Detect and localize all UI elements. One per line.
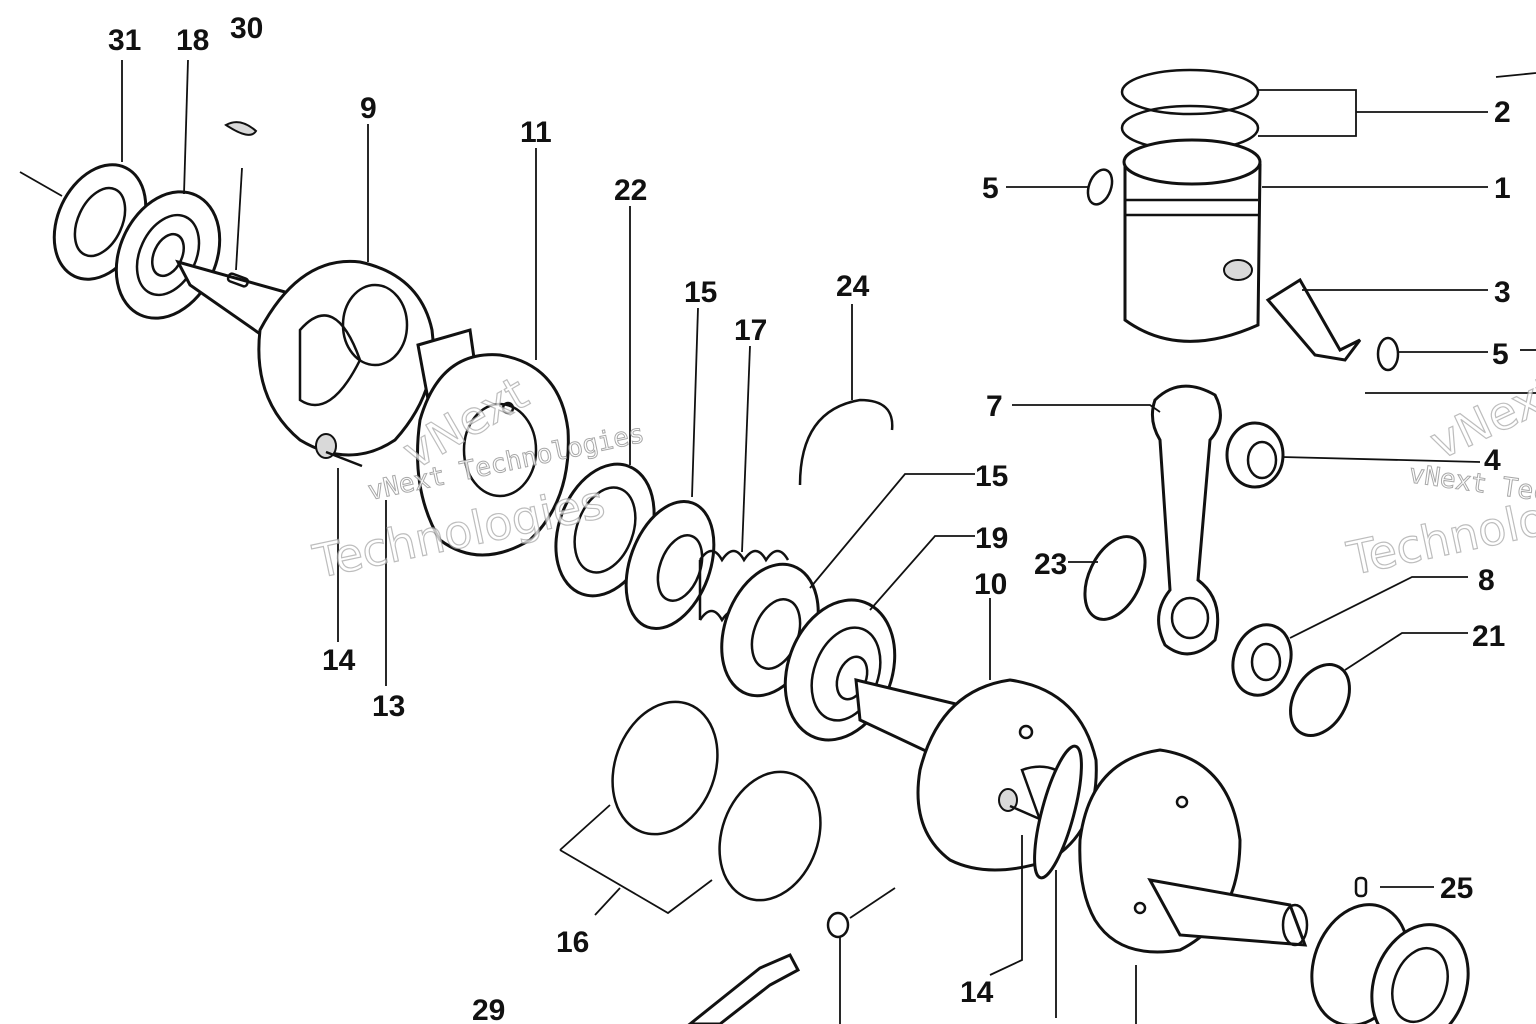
label-17: 17 — [734, 314, 767, 347]
label-22: 22 — [614, 174, 647, 207]
piston-rings-16 — [611, 700, 822, 902]
label-9: 9 — [360, 92, 377, 125]
label-10: 10 — [974, 568, 1007, 601]
label-23: 23 — [1034, 548, 1067, 581]
label-25: 25 — [1440, 872, 1473, 905]
piston-1 — [1122, 138, 1262, 343]
washer-21 — [1289, 663, 1351, 737]
bearing-right — [1310, 903, 1470, 1024]
label-21: 21 — [1472, 620, 1505, 653]
needle-bearing-4 — [1225, 421, 1285, 489]
label-30: 30 — [230, 12, 263, 45]
woodruff-key-30 — [224, 121, 258, 136]
label-8: 8 — [1478, 564, 1495, 597]
label-15b: 15 — [975, 460, 1008, 493]
piston-pin-3 — [1265, 277, 1400, 372]
circlip-24 — [798, 398, 894, 486]
label-15a: 15 — [684, 276, 717, 309]
label-5a: 5 — [982, 172, 999, 205]
label-14a: 14 — [322, 644, 356, 677]
label-4: 4 — [1484, 444, 1501, 477]
pin-25 — [1354, 876, 1368, 898]
leader-lines — [121, 59, 1488, 1024]
gear-29 — [687, 953, 801, 1024]
label-2: 2 — [1494, 96, 1511, 129]
shim-12 — [1033, 744, 1083, 880]
washer-small — [826, 887, 896, 1024]
label-3: 3 — [1494, 276, 1511, 309]
connecting-rod-7 — [1150, 384, 1222, 656]
label-29: 29 — [472, 994, 505, 1024]
label-11: 11 — [520, 116, 552, 149]
label-14b: 14 — [960, 976, 994, 1009]
needle-bearing-8 — [1231, 623, 1293, 697]
label-31: 31 — [108, 24, 141, 57]
label-16: 16 — [556, 926, 589, 959]
piston-rings-2 — [1120, 68, 1260, 152]
edge-lines — [1365, 72, 1536, 394]
washer-15a — [624, 499, 716, 631]
label-7: 7 — [986, 390, 1003, 423]
circlip-5a — [1086, 168, 1114, 206]
crank-flywheel-right — [1078, 748, 1309, 954]
label-1: 1 — [1494, 172, 1511, 205]
label-18: 18 — [176, 24, 209, 57]
label-24: 24 — [836, 270, 870, 303]
crank-flywheel-11 — [416, 353, 570, 557]
label-13: 13 — [372, 690, 405, 723]
watermark-brand-2: vNext — [1422, 364, 1536, 470]
part-labels: 31 18 30 9 11 22 15 17 24 15 19 10 14 13… — [108, 12, 1511, 1024]
label-5b: 5 — [1492, 338, 1509, 371]
washer-23 — [1083, 535, 1147, 621]
label-19: 19 — [975, 522, 1008, 555]
